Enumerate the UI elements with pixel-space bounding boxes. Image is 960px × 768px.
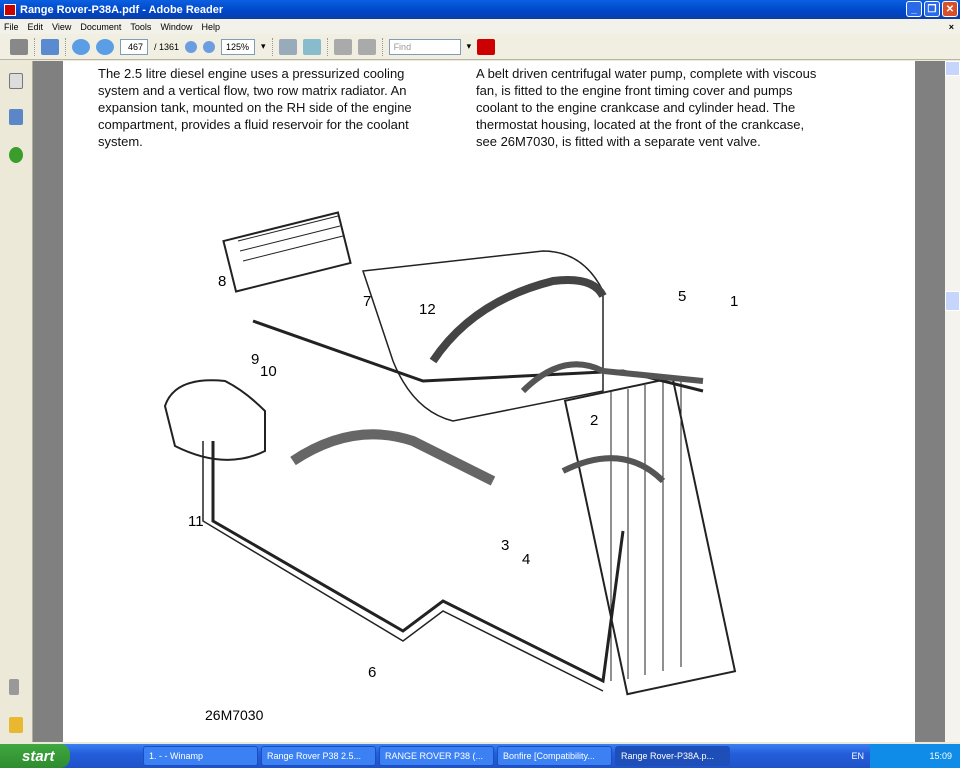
language-indicator[interactable]: EN — [851, 751, 864, 761]
menu-document[interactable]: Document — [80, 21, 122, 32]
clock: 15:09 — [929, 751, 952, 761]
toolbar: 467 / 1361 125% ▾ Find ▾ — [0, 34, 960, 60]
adobe-reader-icon — [4, 3, 16, 16]
zoom-dropdown-icon[interactable]: ▾ — [261, 41, 266, 51]
menu-edit[interactable]: Edit — [27, 21, 44, 32]
callout-5: 5 — [678, 288, 687, 305]
attachments-icon[interactable] — [9, 679, 19, 695]
vertical-scrollbar[interactable] — [945, 61, 960, 742]
callout-7: 7 — [363, 293, 372, 310]
callout-8: 8 — [218, 273, 227, 290]
scroll-thumb[interactable] — [945, 291, 960, 311]
callout-2: 2 — [590, 412, 599, 429]
help-icon[interactable] — [9, 147, 23, 163]
start-button[interactable]: start — [0, 744, 70, 768]
scroll-up-button[interactable] — [945, 61, 960, 76]
callout-11: 11 — [188, 513, 204, 530]
menu-view[interactable]: View — [52, 21, 72, 32]
separator — [326, 37, 328, 56]
close-document-button[interactable]: × — [948, 21, 954, 32]
callout-4: 4 — [522, 551, 531, 568]
find-input[interactable]: Find — [388, 38, 461, 55]
minimize-button[interactable]: _ — [906, 1, 922, 17]
rotate-right-icon[interactable] — [357, 38, 376, 55]
taskbar-item-browser[interactable]: Range Rover P38 2.5... — [261, 746, 376, 766]
menu-window[interactable]: Window — [160, 21, 193, 32]
pdf-page: The 2.5 litre diesel engine uses a press… — [63, 61, 915, 742]
system-tray: 15:09 — [870, 744, 960, 768]
zoom-input[interactable]: 125% — [221, 38, 256, 55]
taskbar-item-folder[interactable]: RANGE ROVER P38 (... — [379, 746, 494, 766]
taskbar-item-winamp[interactable]: 1. - - Winamp — [143, 746, 258, 766]
menu-tools[interactable]: Tools — [130, 21, 152, 32]
close-button[interactable]: ✕ — [942, 1, 958, 17]
print-icon[interactable] — [10, 38, 28, 55]
callout-3: 3 — [501, 537, 510, 554]
separator — [34, 37, 35, 56]
paragraph-left: The 2.5 litre diesel engine uses a press… — [98, 66, 412, 149]
next-page-icon[interactable] — [96, 38, 114, 55]
callout-9: 9 — [251, 351, 260, 368]
callout-10: 10 — [260, 363, 277, 380]
zoom-in-icon[interactable] — [203, 40, 216, 53]
callout-6: 6 — [368, 664, 377, 681]
zoom-out-icon[interactable] — [185, 40, 198, 53]
fit-width-icon[interactable] — [278, 38, 297, 55]
paragraph-right: A belt driven centrifugal water pump, co… — [476, 66, 817, 149]
menu-help[interactable]: Help — [201, 21, 220, 32]
callout-1: 1 — [730, 293, 739, 310]
cooling-system-diagram — [163, 211, 737, 696]
bookmarks-icon[interactable] — [9, 109, 23, 125]
separator — [65, 37, 66, 56]
find-dropdown-icon[interactable]: ▾ — [466, 41, 472, 51]
separator — [271, 37, 273, 56]
fit-page-icon[interactable] — [302, 38, 321, 55]
taskbar: start 1. - - Winamp Range Rover P38 2.5.… — [0, 744, 960, 768]
page-total: / 1361 — [154, 41, 180, 52]
window-title: Range Rover-P38A.pdf - Adobe Reader — [20, 3, 224, 16]
figure-id: 26M7030 — [205, 707, 264, 723]
separator — [381, 37, 383, 56]
navigation-pane — [0, 61, 33, 742]
page-number-input[interactable]: 467 — [120, 38, 148, 55]
rotate-left-icon[interactable] — [333, 38, 352, 55]
taskbar-item-adobe-reader[interactable]: Range Rover-P38A.p... — [615, 746, 730, 766]
callout-12: 12 — [419, 301, 436, 318]
menu-file[interactable]: File — [4, 21, 19, 32]
previous-page-icon[interactable] — [72, 38, 90, 55]
email-icon[interactable] — [41, 38, 59, 55]
menu-bar: File Edit View Document Tools Window Hel… — [0, 19, 960, 34]
taskbar-item-bonfire[interactable]: Bonfire [Compatibility... — [497, 746, 612, 766]
pages-icon[interactable] — [9, 73, 23, 89]
document-area: The 2.5 litre diesel engine uses a press… — [33, 61, 945, 742]
comments-icon[interactable] — [9, 717, 23, 733]
title-bar: Range Rover-P38A.pdf - Adobe Reader _ ❐ … — [0, 0, 960, 19]
maximize-button[interactable]: ❐ — [924, 1, 940, 17]
adobe-online-icon[interactable] — [477, 38, 496, 55]
